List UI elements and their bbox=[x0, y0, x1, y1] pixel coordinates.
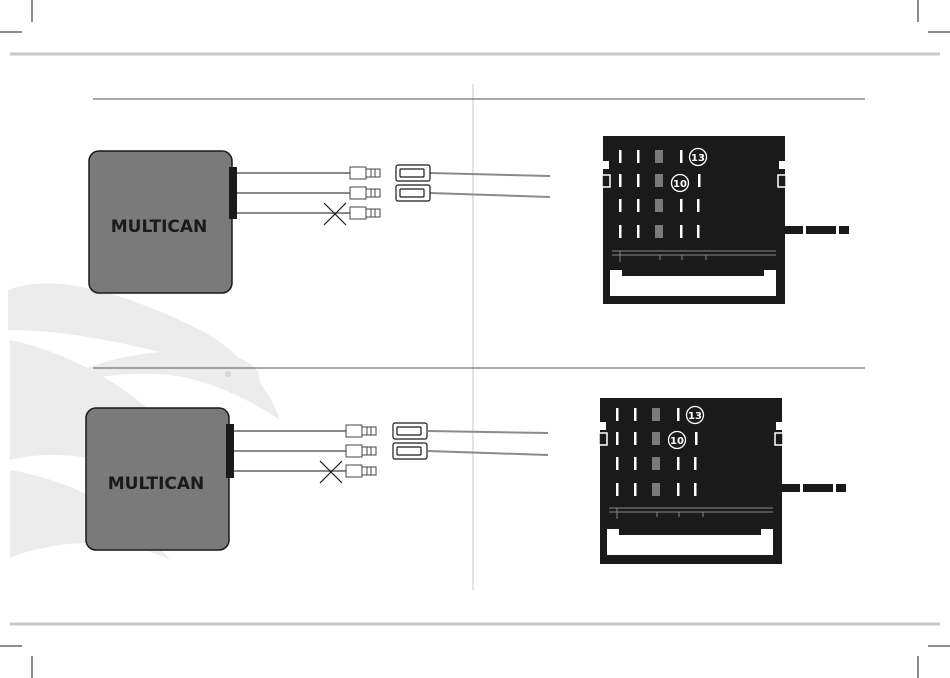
multican-module: MULTICAN bbox=[89, 151, 237, 293]
module-connector-strip bbox=[229, 167, 237, 219]
connector-clip-left-top bbox=[600, 422, 606, 430]
female-terminal-2 bbox=[393, 443, 427, 459]
pin-10-marker-icon: 10 bbox=[669, 432, 686, 449]
connector-clip-right-top bbox=[779, 161, 785, 169]
connector-clip-left bbox=[602, 175, 610, 187]
male-pin-3 bbox=[350, 207, 380, 219]
wire-harness bbox=[234, 431, 548, 471]
connector-cable-tail bbox=[782, 484, 846, 492]
pin-10-label: 10 bbox=[673, 179, 687, 190]
pin-13-label: 13 bbox=[688, 411, 702, 422]
male-pin-1 bbox=[350, 167, 380, 179]
female-terminal-2 bbox=[396, 185, 430, 201]
wiring-diagram-1: MULTICAN bbox=[89, 136, 849, 304]
multican-module: MULTICAN bbox=[86, 408, 234, 550]
female-terminal-1 bbox=[393, 423, 427, 439]
male-pin-2 bbox=[346, 445, 376, 457]
male-pin-3 bbox=[346, 465, 376, 477]
module-label: MULTICAN bbox=[108, 474, 205, 494]
male-pin-1 bbox=[346, 425, 376, 437]
module-label: MULTICAN bbox=[111, 217, 208, 237]
connector-clip-right bbox=[778, 175, 786, 187]
pin-13-marker-icon: 13 bbox=[690, 149, 707, 166]
iso-connector: 13 10 bbox=[602, 136, 786, 304]
wiring-diagram-2: MULTICAN bbox=[86, 398, 846, 564]
female-terminal-1 bbox=[396, 165, 430, 181]
connector-clip-right-top bbox=[776, 422, 782, 430]
module-connector-strip bbox=[226, 424, 234, 478]
connector-clip-left bbox=[599, 433, 607, 445]
connector-clip-left-top bbox=[603, 161, 609, 169]
pin-13-label: 13 bbox=[691, 153, 705, 164]
connector-cable-tail bbox=[785, 226, 849, 234]
iso-connector: 13 10 bbox=[599, 398, 783, 564]
male-pin-2 bbox=[350, 187, 380, 199]
wire-harness bbox=[237, 173, 550, 213]
pin-13-marker-icon: 13 bbox=[687, 407, 704, 424]
connector-clip-right bbox=[775, 433, 783, 445]
pin-10-label: 10 bbox=[670, 436, 684, 447]
pin-10-marker-icon: 10 bbox=[672, 175, 689, 192]
